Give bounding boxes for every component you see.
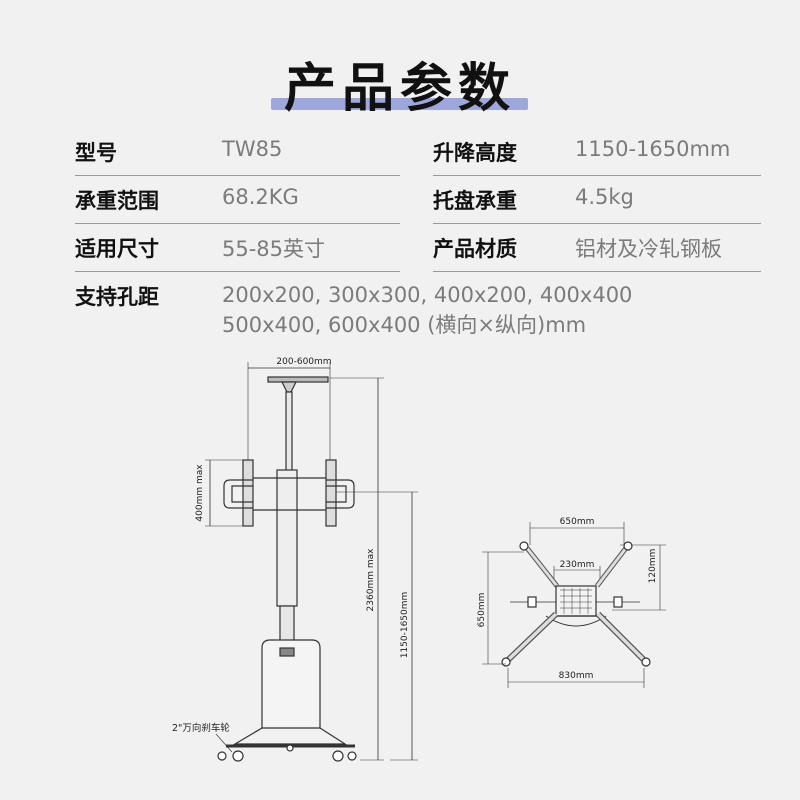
spec-row: 适用尺寸 55-85英寸 产品材质 铝材及冷轧钢板 xyxy=(75,224,761,272)
title-block: 产品参数 xyxy=(0,42,800,119)
hole-spacing-line: 500x400, 600x400 (横向×纵向)mm xyxy=(222,313,587,337)
product-diagram: 200-600mm 400mm max 2360mm max 1150-1650… xyxy=(172,357,666,762)
spec-label: 升降高度 xyxy=(433,141,517,165)
spec-label: 托盘承重 xyxy=(433,189,517,213)
title-underline xyxy=(271,98,528,110)
spec-label: 产品材质 xyxy=(433,237,517,261)
spec-row: 承重范围 68.2KG 托盘承重 4.5kg xyxy=(75,176,761,224)
page-title: 产品参数 xyxy=(283,59,516,119)
spec-table: 型号 TW85 升降高度 1150-1650mm 承重范围 68.2KG 托盘承… xyxy=(75,128,761,342)
spec-label: 承重范围 xyxy=(75,189,159,213)
row-divider xyxy=(75,271,400,272)
dim-base-front-width: 650mm xyxy=(560,517,595,527)
row-divider xyxy=(433,223,761,224)
spec-label: 支持孔距 xyxy=(75,285,159,309)
dim-base-inner-width: 230mm xyxy=(560,560,595,570)
base-top-view-drawing xyxy=(482,522,666,688)
spec-row-hole-spacing: 支持孔距 200x200, 300x300, 400x200, 400x400 … xyxy=(75,272,761,342)
spec-value: 铝材及冷轧钢板 xyxy=(575,237,722,261)
hole-spacing-line: 200x200, 300x300, 400x200, 400x400 xyxy=(222,283,633,307)
row-divider xyxy=(433,271,761,272)
spec-value: 4.5kg xyxy=(575,185,634,209)
row-divider xyxy=(75,223,400,224)
spec-label: 适用尺寸 xyxy=(75,237,159,261)
spec-value: 68.2KG xyxy=(222,185,299,209)
caster-note: 2"万向刹车轮 xyxy=(172,722,230,734)
side-view-drawing xyxy=(205,362,418,762)
spec-row: 型号 TW85 升降高度 1150-1650mm xyxy=(75,128,761,176)
dim-base-depth: 650mm xyxy=(477,593,487,628)
spec-value: 55-85英寸 xyxy=(222,237,326,261)
spec-value-multiline: 200x200, 300x300, 400x200, 400x400 500x4… xyxy=(222,280,632,340)
spec-value: TW85 xyxy=(222,137,283,161)
row-divider xyxy=(75,175,400,176)
dim-base-rear-width: 830mm xyxy=(559,671,594,681)
dim-total-height: 2360mm max xyxy=(366,548,376,612)
spec-label: 型号 xyxy=(75,141,117,165)
spec-value: 1150-1650mm xyxy=(575,137,731,161)
dim-bracket-height: 400mm max xyxy=(195,464,205,522)
dim-lift-range: 1150-1650mm xyxy=(400,592,410,659)
dim-top-width: 200-600mm xyxy=(276,357,331,367)
row-divider xyxy=(433,175,761,176)
dim-base-offset: 120mm xyxy=(648,549,658,584)
